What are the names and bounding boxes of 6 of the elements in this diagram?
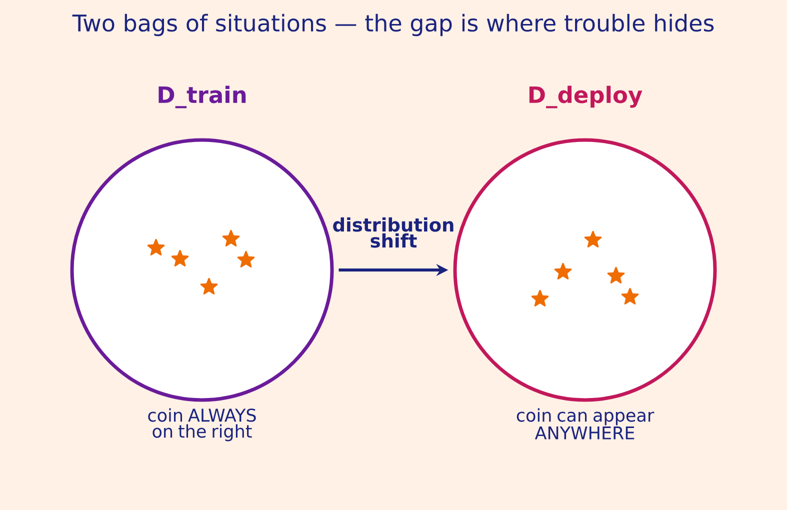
title: Two bags of situations — the gap is where trouble hides	[72, 14, 714, 36]
node-label: coin ALWAYS on the right	[148, 408, 256, 442]
heading: D_train	[158, 86, 246, 108]
edge-label: distribution shift	[333, 217, 454, 248]
heading: D_deploy	[529, 86, 642, 108]
node-label: coin can appear ANYWHERE	[516, 408, 654, 440]
